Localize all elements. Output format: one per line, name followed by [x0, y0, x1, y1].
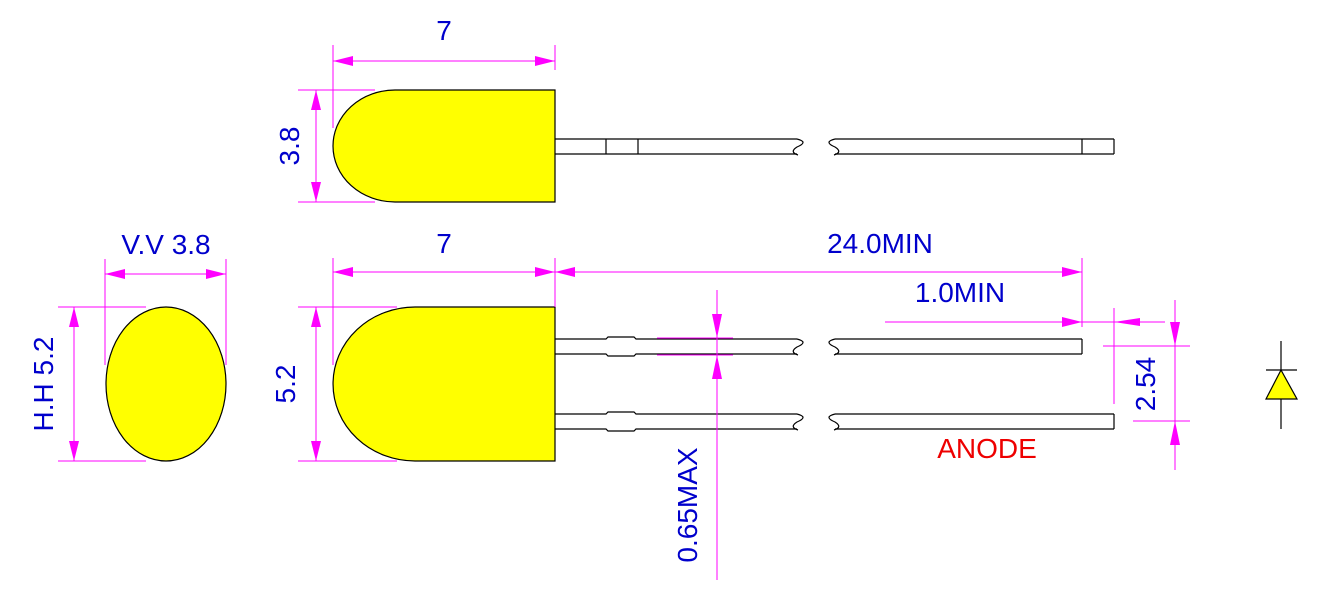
- side-height-label: 5.2: [270, 365, 301, 404]
- top-view: 7 3.8: [274, 15, 1115, 203]
- lead-offset-label: 1.0MIN: [915, 277, 1005, 308]
- anode-label: ANODE: [937, 433, 1037, 464]
- lead-thickness-label: 0.65MAX: [672, 447, 703, 562]
- end-width-dimension: V.V 3.8: [104, 229, 227, 365]
- end-height-dimension: H.H 5.2: [28, 306, 146, 462]
- side-length-label: 7: [436, 228, 452, 259]
- end-view: V.V 3.8 H.H 5.2: [28, 229, 227, 462]
- lead-offset-dimension: 1.0MIN: [885, 277, 1165, 404]
- lead-length-label: 24.0MIN: [827, 228, 933, 259]
- top-length-dimension: 7: [332, 15, 556, 128]
- top-length-label: 7: [436, 15, 452, 46]
- top-height-label: 3.8: [274, 127, 305, 166]
- diode-symbol-icon: [1265, 341, 1299, 429]
- side-length-dimension: 7: [332, 228, 556, 365]
- lead-thickness-dimension: 0.65MAX: [657, 290, 733, 580]
- side-led-body: [332, 306, 556, 462]
- top-led-body: [332, 89, 556, 203]
- top-height-dimension: 3.8: [274, 89, 375, 203]
- end-width-label: V.V 3.8: [121, 229, 210, 260]
- end-led-body: [105, 306, 227, 462]
- cathode-lead: [555, 336, 1083, 357]
- side-height-dimension: 5.2: [270, 306, 397, 462]
- lead-pitch-label: 2.54: [1130, 357, 1161, 412]
- side-view: 7 5.2 24.0MIN 1.0MIN: [270, 228, 1190, 580]
- end-height-label: H.H 5.2: [28, 337, 59, 432]
- lead-pitch-dimension: 2.54: [1103, 300, 1190, 470]
- top-lead: [555, 138, 1115, 156]
- anode-lead: [555, 411, 1115, 432]
- lead-length-dimension: 24.0MIN: [555, 228, 1083, 327]
